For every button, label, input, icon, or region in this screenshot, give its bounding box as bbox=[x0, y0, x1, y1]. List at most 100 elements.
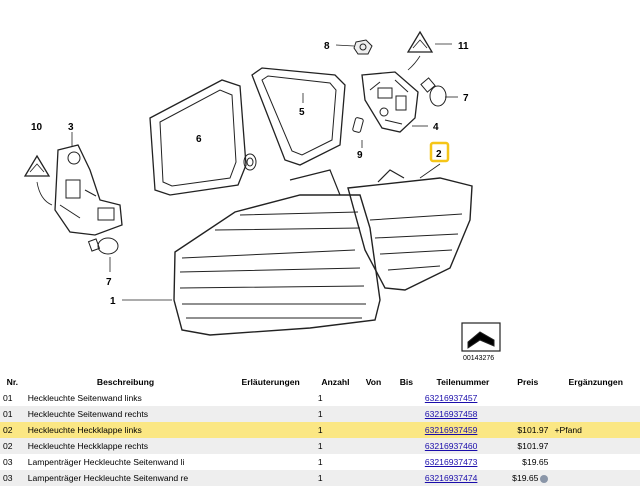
callout-2[interactable]: 2 bbox=[436, 149, 442, 160]
header-ergaenzungen: Ergänzungen bbox=[568, 376, 623, 387]
cell-preis bbox=[504, 390, 552, 406]
cell-bis bbox=[390, 438, 422, 454]
cell-beschreibung: Lampenträger Heckleuchte Seitenwand re bbox=[24, 470, 227, 486]
cell-von bbox=[356, 470, 391, 486]
cell-ergaenzungen bbox=[551, 454, 640, 470]
cell-ergaenzungen bbox=[551, 406, 640, 422]
header-anzahl: Anzahl bbox=[321, 376, 350, 387]
deposit-coin-icon[interactable] bbox=[540, 474, 549, 483]
tail-light-2-drawing bbox=[347, 169, 473, 291]
cell-erlaeuterungen bbox=[226, 390, 315, 406]
cell-beschreibung: Lampenträger Heckleuchte Seitenwand li bbox=[24, 454, 227, 470]
part-number-link[interactable]: 63216937458 bbox=[424, 409, 478, 419]
cell-erlaeuterungen bbox=[226, 422, 315, 438]
cell-ergaenzungen bbox=[551, 390, 640, 406]
callout-2-highlight bbox=[429, 141, 450, 163]
cell-erlaeuterungen bbox=[226, 470, 315, 486]
cell-erlaeuterungen bbox=[226, 454, 315, 470]
cell-von bbox=[356, 406, 391, 422]
cell-ergaenzungen bbox=[551, 470, 640, 486]
cell-bis bbox=[390, 390, 422, 406]
header-beschreibung: Beschreibung bbox=[96, 376, 155, 387]
diagram-reference-icon bbox=[461, 322, 501, 352]
part-number-link[interactable]: 63216937460 bbox=[424, 441, 478, 451]
cell-von bbox=[356, 454, 391, 470]
cell-ergaenzungen bbox=[551, 438, 640, 454]
callout-3[interactable]: 3 bbox=[68, 122, 74, 133]
lamp-carrier-3-drawing bbox=[54, 144, 123, 236]
table-row[interactable]: 01 Heckleuchte Seitenwand rechts 1 63216… bbox=[0, 406, 640, 422]
cell-erlaeuterungen bbox=[226, 438, 315, 454]
cell-preis: $101.97 bbox=[504, 422, 552, 438]
cell-erlaeuterungen bbox=[226, 406, 315, 422]
header-bis: Bis bbox=[399, 376, 414, 387]
bulb-7-lower-drawing bbox=[87, 237, 119, 255]
cell-nr: 03 bbox=[0, 470, 25, 486]
callout-10[interactable]: 10 bbox=[31, 122, 43, 133]
cell-preis: $101.97 bbox=[504, 438, 552, 454]
cell-nr: 02 bbox=[0, 422, 25, 438]
table-row[interactable]: 01 Heckleuchte Seitenwand links 1 632169… bbox=[0, 390, 640, 406]
callout-11[interactable]: 11 bbox=[458, 41, 469, 52]
header-nr: Nr. bbox=[6, 376, 19, 387]
header-erlaeuterungen: Erläuterungen bbox=[241, 376, 300, 387]
cell-anzahl: 1 bbox=[314, 470, 356, 486]
cell-nr: 02 bbox=[0, 438, 25, 454]
cell-beschreibung: Heckleuchte Seitenwand links bbox=[24, 390, 227, 406]
table-row[interactable]: 03 Lampenträger Heckleuchte Seitenwand r… bbox=[0, 470, 640, 486]
cell-beschreibung: Heckleuchte Heckklappe links bbox=[24, 422, 227, 438]
callout-1[interactable]: 1 bbox=[110, 296, 116, 307]
cell-beschreibung: Heckleuchte Seitenwand rechts bbox=[24, 406, 227, 422]
callout-9[interactable]: 9 bbox=[357, 150, 363, 161]
header-von: Von bbox=[365, 376, 382, 387]
tail-light-1-drawing bbox=[173, 169, 381, 336]
cell-anzahl: 1 bbox=[314, 406, 356, 422]
part-number-link[interactable]: 63216937457 bbox=[424, 393, 478, 403]
leader-lines bbox=[36, 43, 458, 301]
nut-8-drawing bbox=[353, 39, 373, 55]
warning-triangle-11-drawing bbox=[406, 30, 434, 53]
table-row[interactable]: 03 Lampenträger Heckleuchte Seitenwand l… bbox=[0, 454, 640, 470]
cell-anzahl: 1 bbox=[314, 390, 356, 406]
cell-nr: 01 bbox=[0, 406, 25, 422]
part-number-link[interactable]: 63216937474 bbox=[424, 473, 478, 483]
callout-7-upper[interactable]: 7 bbox=[463, 93, 469, 104]
warning-triangle-10-drawing bbox=[23, 154, 51, 177]
cell-von bbox=[356, 438, 391, 454]
cell-preis bbox=[504, 406, 552, 422]
lamp-carrier-4-drawing bbox=[361, 71, 419, 133]
bulb-9-drawing bbox=[352, 117, 364, 133]
cell-anzahl: 1 bbox=[314, 454, 356, 470]
cell-bis bbox=[390, 406, 422, 422]
cell-bis bbox=[390, 422, 422, 438]
part-number-link[interactable]: 63216937473 bbox=[424, 457, 478, 467]
callout-6[interactable]: 6 bbox=[196, 134, 202, 145]
diagram-doc-id: 00143276 bbox=[463, 355, 494, 362]
header-preis: Preis bbox=[517, 376, 539, 387]
callout-5[interactable]: 5 bbox=[299, 107, 305, 118]
table-row[interactable]: 02 Heckleuchte Heckklappe rechts 1 63216… bbox=[0, 438, 640, 454]
cell-anzahl: 1 bbox=[314, 438, 356, 454]
parts-table: Nr. Beschreibung Erläuterungen Anzahl Vo… bbox=[0, 373, 640, 486]
part-number-link[interactable]: 63216937459 bbox=[424, 425, 478, 435]
header-teilenummer: Teilenummer bbox=[436, 376, 490, 387]
cell-von bbox=[356, 422, 391, 438]
cell-nr: 01 bbox=[0, 390, 25, 406]
table-row-selected[interactable]: 02 Heckleuchte Heckklappe links 1 632169… bbox=[0, 422, 640, 438]
cell-von bbox=[356, 390, 391, 406]
callout-8[interactable]: 8 bbox=[324, 41, 330, 52]
table-header-row: Nr. Beschreibung Erläuterungen Anzahl Vo… bbox=[0, 373, 640, 390]
gasket-5-drawing bbox=[251, 67, 346, 166]
cell-bis bbox=[390, 470, 422, 486]
cell-preis: $19.65 bbox=[504, 454, 552, 470]
cell-bis bbox=[390, 454, 422, 470]
cell-preis: $19.65 bbox=[512, 473, 539, 483]
callout-7-lower[interactable]: 7 bbox=[106, 277, 112, 288]
parts-diagram: 1 2 3 4 5 6 7 7 8 9 10 11 00143276 bbox=[23, 30, 501, 362]
cell-anzahl: 1 bbox=[314, 422, 356, 438]
callout-4[interactable]: 4 bbox=[433, 122, 439, 133]
cell-nr: 03 bbox=[0, 454, 25, 470]
gasket-6-drawing bbox=[149, 79, 257, 196]
bulb-7-upper-drawing bbox=[420, 77, 447, 107]
cell-beschreibung: Heckleuchte Heckklappe rechts bbox=[24, 438, 227, 454]
